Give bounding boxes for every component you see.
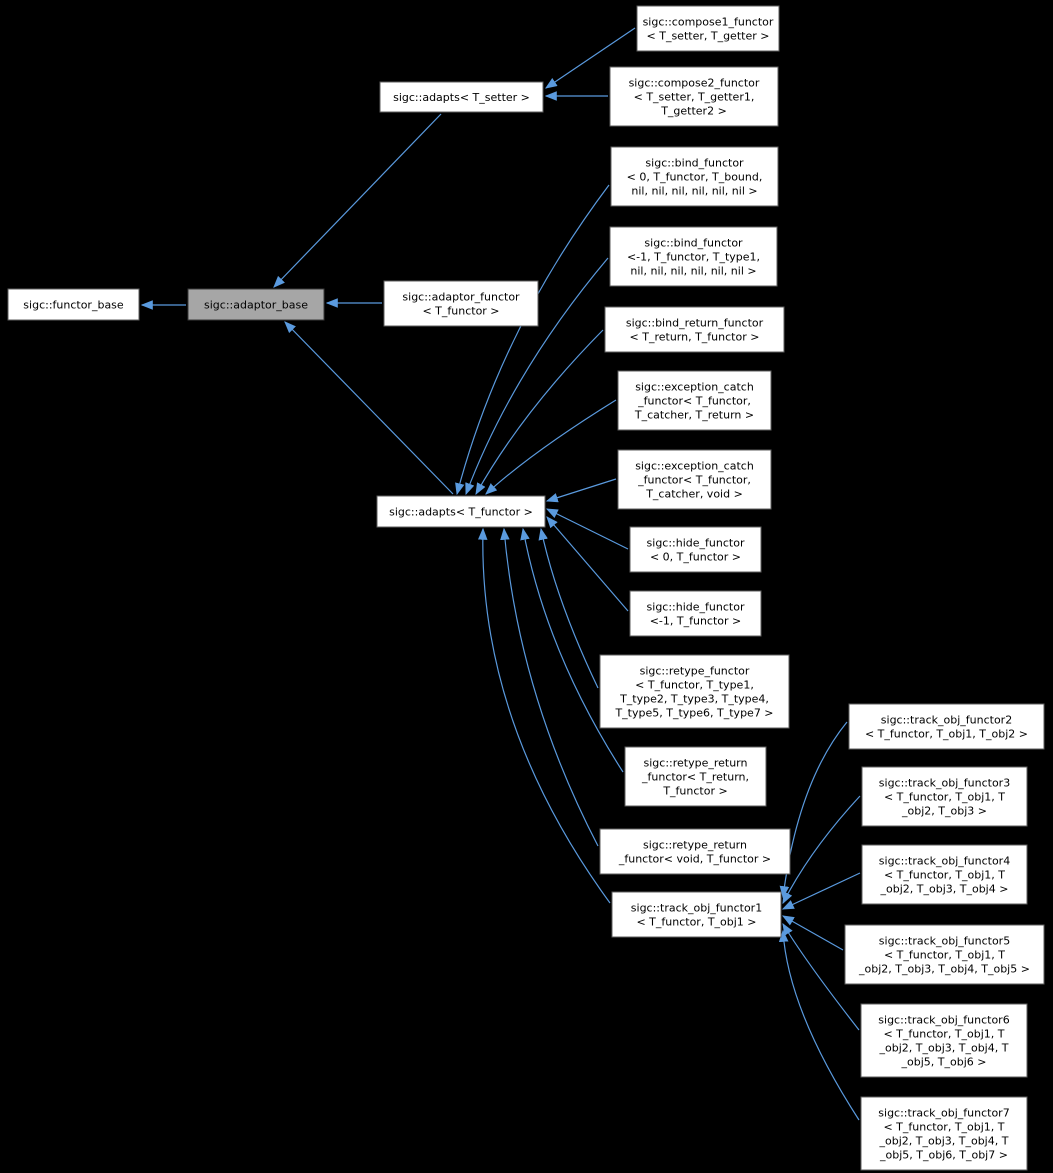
- class-node-label: sigc::adapts< T_functor >: [389, 505, 533, 518]
- class-node-label: sigc::track_obj_functor4< T_functor, T_o…: [879, 854, 1010, 895]
- inheritance-edge-adapts-t-functor-to-adaptor-base: [284, 321, 454, 495]
- class-node-box: [848, 703, 1045, 750]
- class-node-track-obj-functor1[interactable]: sigc::track_obj_functor1< T_functor, T_o…: [611, 891, 782, 938]
- inheritance-edge-track-obj-functor4-to-track-obj-functor1: [781, 872, 861, 910]
- inheritance-edge-track-obj-functor3-to-track-obj-functor1: [782, 795, 861, 905]
- class-node-label: sigc::functor_base: [23, 298, 124, 311]
- class-node-retype-functor[interactable]: sigc::retype_functor< T_functor, T_type1…: [599, 654, 790, 729]
- class-node-label: sigc::hide_functor< 0, T_functor >: [647, 536, 745, 563]
- class-node-label: sigc::retype_return_functor< T_return,T_…: [641, 756, 749, 797]
- inheritance-edge-track-obj-functor2-to-track-obj-functor1: [779, 721, 848, 899]
- class-node-box: [383, 280, 539, 327]
- class-node-track-obj-functor7[interactable]: sigc::track_obj_functor7< T_functor, T_o…: [860, 1096, 1028, 1171]
- inheritance-edge-bind-functor-neg1-to-adapts-t-functor: [465, 257, 609, 496]
- class-node-label: sigc::retype_return_functor< void, T_fun…: [618, 838, 771, 865]
- class-node-box: [609, 226, 778, 287]
- inheritance-edge-track-obj-functor5-to-track-obj-functor1: [781, 915, 844, 951]
- inheritance-edge-hide-functor-neg1-to-adapts-t-functor: [546, 516, 629, 612]
- inheritance-edge-exception-catch-functor-return-to-adapts-t-functor: [485, 399, 617, 495]
- class-node-bind-functor-neg1[interactable]: sigc::bind_functor<-1, T_functor, T_type…: [609, 226, 778, 287]
- class-node-box: [617, 370, 772, 431]
- class-node-adapts-t-setter[interactable]: sigc::adapts< T_setter >: [379, 81, 544, 113]
- class-node-bind-functor-0[interactable]: sigc::bind_functor< 0, T_functor, T_boun…: [610, 146, 779, 207]
- class-node-label: sigc::exception_catch_functor< T_functor…: [634, 380, 754, 421]
- class-node-label: sigc::track_obj_functor6< T_functor, T_o…: [878, 1013, 1009, 1068]
- class-node-bind-return-functor[interactable]: sigc::bind_return_functor< T_return, T_f…: [604, 306, 785, 353]
- class-node-adaptor-functor[interactable]: sigc::adaptor_functor< T_functor >: [383, 280, 539, 327]
- class-node-label: sigc::bind_return_functor< T_return, T_f…: [626, 316, 764, 343]
- inheritance-edge-track-obj-functor1-to-adapts-t-functor: [477, 527, 611, 904]
- class-node-box: [379, 81, 544, 113]
- class-node-track-obj-functor6[interactable]: sigc::track_obj_functor6< T_functor, T_o…: [860, 1003, 1028, 1078]
- class-node-box: [187, 288, 325, 321]
- class-node-label: sigc::retype_functor< T_functor, T_type1…: [614, 664, 773, 719]
- class-node-box: [599, 828, 791, 875]
- class-node-box: [376, 495, 546, 528]
- class-node-box: [609, 66, 779, 127]
- class-node-label: sigc::adaptor_functor< T_functor >: [402, 290, 520, 317]
- class-node-box: [629, 590, 762, 637]
- class-node-box: [860, 1096, 1028, 1171]
- class-node-label: sigc::track_obj_functor7< T_functor, T_o…: [878, 1106, 1009, 1161]
- class-node-box: [860, 1003, 1028, 1078]
- inheritance-edge-bind-functor-0-to-adapts-t-functor: [455, 184, 610, 496]
- inheritance-edge-retype-functor-to-adapts-t-functor: [538, 527, 599, 689]
- class-node-label: sigc::bind_functor<-1, T_functor, T_type…: [627, 236, 760, 277]
- class-node-label: sigc::adapts< T_setter >: [393, 91, 530, 104]
- class-node-label: sigc::compose2_functor< T_setter, T_gett…: [629, 76, 760, 117]
- class-node-hide-functor-neg1[interactable]: sigc::hide_functor<-1, T_functor >: [629, 590, 762, 637]
- class-node-box: [636, 5, 780, 52]
- class-node-retype-return-functor-void[interactable]: sigc::retype_return_functor< void, T_fun…: [599, 828, 791, 875]
- class-node-label: sigc::hide_functor<-1, T_functor >: [647, 600, 745, 627]
- class-node-box: [611, 891, 782, 938]
- class-node-box: [604, 306, 785, 353]
- class-node-adaptor-base[interactable]: sigc::adaptor_base: [187, 288, 325, 321]
- class-node-retype-return-functor-return[interactable]: sigc::retype_return_functor< T_return,T_…: [624, 746, 767, 807]
- class-node-box: [629, 526, 762, 573]
- class-node-compose1-functor[interactable]: sigc::compose1_functor< T_setter, T_gett…: [636, 5, 780, 52]
- inheritance-edge-hide-functor-0-to-adapts-t-functor: [545, 508, 629, 550]
- class-node-box: [610, 146, 779, 207]
- class-node-box: [617, 449, 772, 510]
- class-node-box: [624, 746, 767, 807]
- class-node-label: sigc::adaptor_base: [204, 298, 308, 311]
- class-node-exception-catch-functor-return[interactable]: sigc::exception_catch_functor< T_functor…: [617, 370, 772, 431]
- class-node-box: [599, 654, 790, 729]
- class-node-label: sigc::track_obj_functor1< T_functor, T_o…: [631, 901, 762, 928]
- class-node-adapts-t-functor[interactable]: sigc::adapts< T_functor >: [376, 495, 546, 528]
- class-node-track-obj-functor4[interactable]: sigc::track_obj_functor4< T_functor, T_o…: [861, 844, 1028, 905]
- class-node-label: sigc::track_obj_functor5< T_functor, T_o…: [858, 934, 1030, 975]
- class-node-hide-functor-0[interactable]: sigc::hide_functor< 0, T_functor >: [629, 526, 762, 573]
- inheritance-edge-exception-catch-functor-void-to-adapts-t-functor: [545, 478, 617, 503]
- inheritance-edge-compose1-functor-to-adapts-t-setter: [545, 27, 636, 89]
- class-node-box: [861, 766, 1028, 827]
- class-node-box: [844, 924, 1045, 985]
- inheritance-edge-retype-return-functor-void-to-adapts-t-functor: [500, 527, 599, 847]
- class-node-exception-catch-functor-void[interactable]: sigc::exception_catch_functor< T_functor…: [617, 449, 772, 510]
- class-node-label: sigc::track_obj_functor3< T_functor, T_o…: [879, 776, 1010, 817]
- inheritance-edge-adapts-t-setter-to-adaptor-base: [273, 113, 442, 288]
- inheritance-edge-track-obj-functor7-to-track-obj-functor1: [778, 929, 860, 1121]
- class-node-track-obj-functor2[interactable]: sigc::track_obj_functor2< T_functor, T_o…: [848, 703, 1045, 750]
- inheritance-edge-track-obj-functor6-to-track-obj-functor1: [782, 922, 860, 1031]
- inheritance-edge-retype-return-functor-return-to-adapts-t-functor: [520, 527, 624, 773]
- class-node-compose2-functor[interactable]: sigc::compose2_functor< T_setter, T_gett…: [609, 66, 779, 127]
- class-node-track-obj-functor5[interactable]: sigc::track_obj_functor5< T_functor, T_o…: [844, 924, 1045, 985]
- class-node-label: sigc::exception_catch_functor< T_functor…: [635, 459, 754, 500]
- class-node-functor-base[interactable]: sigc::functor_base: [7, 288, 140, 321]
- class-node-box: [7, 288, 140, 321]
- class-node-label: sigc::bind_functor< 0, T_functor, T_boun…: [627, 156, 763, 197]
- class-node-label: sigc::track_obj_functor2< T_functor, T_o…: [865, 713, 1028, 740]
- class-node-box: [861, 844, 1028, 905]
- inheritance-edge-bind-return-functor-to-adapts-t-functor: [475, 329, 604, 496]
- edge-layer: [140, 27, 861, 1121]
- class-node-label: sigc::compose1_functor< T_setter, T_gett…: [643, 15, 774, 42]
- class-node-track-obj-functor3[interactable]: sigc::track_obj_functor3< T_functor, T_o…: [861, 766, 1028, 827]
